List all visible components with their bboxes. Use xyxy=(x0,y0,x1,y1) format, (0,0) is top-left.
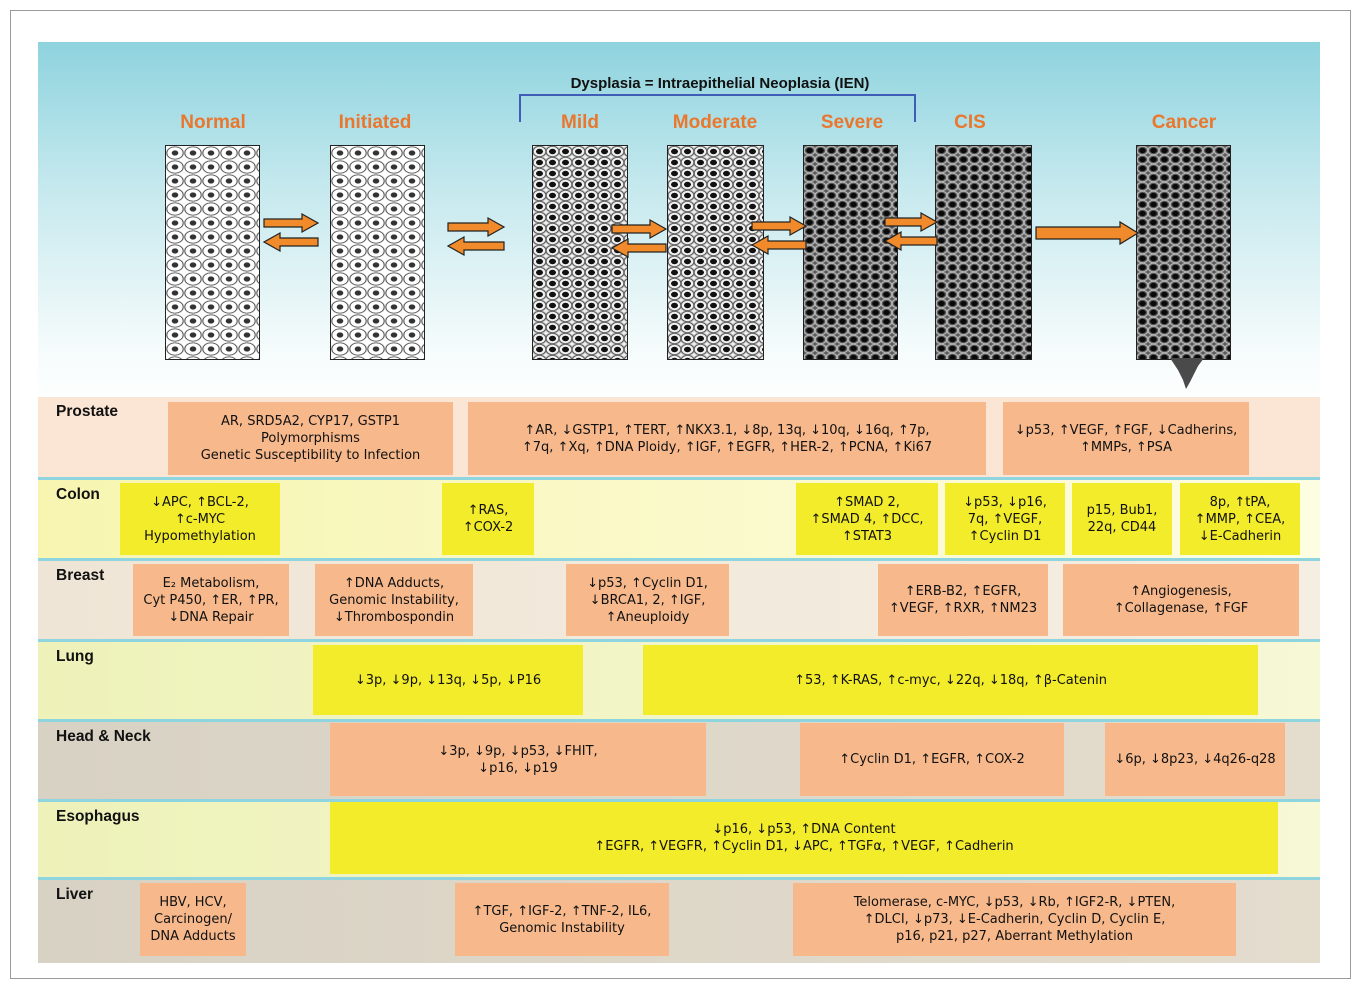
bidirectional-arrow-icon xyxy=(750,215,808,256)
dysplasia-title: Dysplasia = Intraepithelial Neoplasia (I… xyxy=(570,75,870,92)
stage-severe: Severe xyxy=(820,112,884,133)
liver-box-3: Telomerase, c-MYC, ↓p53, ↓Rb, ↑IGF2-R, ↓… xyxy=(793,883,1236,956)
colon-box-4: ↓p53, ↓p16, 7q, ↑VEGF, ↑Cyclin D1 xyxy=(945,483,1065,555)
row-label-esophagus: Esophagus xyxy=(56,808,140,825)
breast-box-1: E₂ Metabolism, Cyt P450, ↑ER, ↑PR, ↓DNA … xyxy=(133,564,289,636)
liver-box-2: ↑TGF, ↑IGF-2, ↑TNF-2, IL6, Genomic Insta… xyxy=(455,883,669,956)
breast-box-5: ↑Angiogenesis, ↑Collagenase, ↑FGF xyxy=(1063,564,1299,636)
stage-moderate: Moderate xyxy=(672,112,758,133)
prostate-box-3: ↓p53, ↑VEGF, ↑FGF, ↓Cadherins, ↑MMPs, ↑P… xyxy=(1003,402,1249,475)
breast-box-2: ↑DNA Adducts, Genomic Instability, ↓Thro… xyxy=(315,564,473,636)
esophagus-box-1: ↓p16, ↓p53, ↑DNA Content ↑EGFR, ↑VEGFR, … xyxy=(330,802,1278,874)
tissue-cis xyxy=(935,145,1032,360)
head-neck-box-1: ↓3p, ↓9p, ↓p53, ↓FHIT, ↓p16, ↓p19 xyxy=(330,723,706,796)
colon-box-6: 8p, ↑tPA, ↑MMP, ↑CEA, ↓E-Cadherin xyxy=(1180,483,1300,555)
breast-box-3: ↓p53, ↑Cyclin D1, ↓BRCA1, 2, ↑IGF, ↑Aneu… xyxy=(566,564,729,636)
stage-initiated: Initiated xyxy=(338,112,412,133)
bidirectional-arrow-icon xyxy=(446,216,506,257)
row-separator xyxy=(38,877,1320,880)
row-separator xyxy=(38,558,1320,561)
dysplasia-bracket xyxy=(519,94,916,122)
tissue-severe xyxy=(803,145,898,360)
bidirectional-arrow-icon xyxy=(262,212,320,253)
colon-box-1: ↓APC, ↑BCL-2, ↑c-MYC Hypomethylation xyxy=(120,483,280,555)
row-label-lung: Lung xyxy=(56,648,94,665)
cancer-invasion-tail xyxy=(1170,358,1204,389)
tissue-initiated xyxy=(330,145,425,360)
row-separator xyxy=(38,799,1320,802)
prostate-box-1: AR, SRD5A2, CYP17, GSTP1 Polymorphisms G… xyxy=(168,402,453,475)
lung-box-2: ↑53, ↑K-RAS, ↑c-myc, ↓22q, ↓18q, ↑β-Cate… xyxy=(643,645,1258,715)
tissue-cancer xyxy=(1136,145,1231,360)
stage-mild: Mild xyxy=(561,112,599,133)
colon-box-2: ↑RAS, ↑COX-2 xyxy=(442,483,534,555)
forward-arrow-icon xyxy=(1035,220,1140,246)
bidirectional-arrow-icon xyxy=(883,211,939,252)
bidirectional-arrow-icon xyxy=(610,218,668,259)
breast-box-4: ↑ERB-B2, ↑EGFR, ↑VEGF, ↑RXR, ↑NM23 xyxy=(878,564,1048,636)
figure-frame xyxy=(10,10,1351,979)
row-separator xyxy=(38,477,1320,480)
stage-cancer: Cancer xyxy=(1151,112,1217,133)
row-separator xyxy=(38,719,1320,722)
tissue-moderate xyxy=(667,145,764,360)
stage-cis: CIS xyxy=(954,112,986,133)
row-label-head-neck: Head & Neck xyxy=(56,728,151,745)
row-label-liver: Liver xyxy=(56,886,94,903)
tissue-mild xyxy=(532,145,628,360)
prostate-box-2: ↑AR, ↓GSTP1, ↑TERT, ↑NKX3.1, ↓8p, 13q, ↓… xyxy=(468,402,986,475)
head-neck-box-2: ↑Cyclin D1, ↑EGFR, ↑COX-2 xyxy=(800,723,1064,796)
colon-box-5: p15, Bub1, 22q, CD44 xyxy=(1072,483,1172,555)
liver-box-1: HBV, HCV, Carcinogen/ DNA Adducts xyxy=(140,883,246,956)
tissue-normal xyxy=(165,145,260,360)
stage-normal: Normal xyxy=(180,112,246,133)
lung-box-1: ↓3p, ↓9p, ↓13q, ↓5p, ↓P16 xyxy=(313,645,583,715)
row-separator xyxy=(38,639,1320,642)
row-label-breast: Breast xyxy=(56,567,105,584)
head-neck-box-3: ↓6p, ↓8p23, ↓4q26-q28 xyxy=(1105,723,1285,796)
colon-box-3: ↑SMAD 2, ↑SMAD 4, ↑DCC, ↑STAT3 xyxy=(796,483,938,555)
row-label-prostate: Prostate xyxy=(56,403,119,420)
row-label-colon: Colon xyxy=(56,486,100,503)
